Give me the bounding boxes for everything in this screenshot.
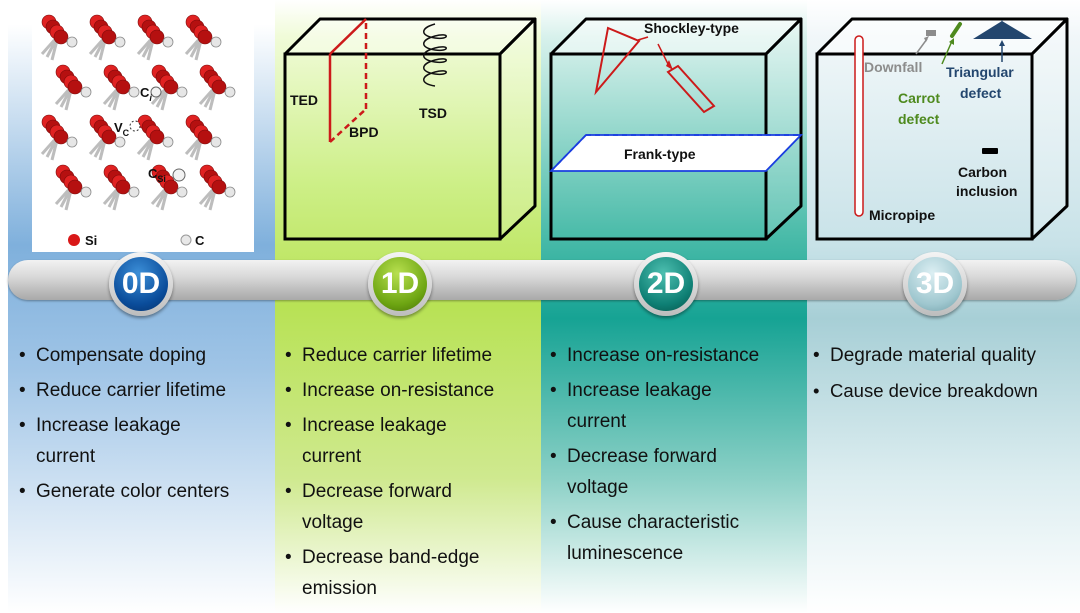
svg-text:Ci: Ci — [140, 85, 152, 103]
carrot-label-line2: defect — [898, 111, 940, 127]
ci-label: C — [140, 85, 150, 100]
si-atom — [149, 129, 165, 145]
ted-label: TED — [290, 92, 318, 108]
carbon-label-line2: inclusion — [956, 183, 1017, 199]
timeline-bar — [8, 260, 1076, 300]
si-atom — [53, 29, 69, 45]
list-item: Cause characteristic luminescence — [550, 507, 787, 569]
list-item: Reduce carrier lifetime — [19, 375, 271, 406]
c-atom — [224, 86, 236, 98]
list-item: Decrease forward voltage — [285, 476, 502, 538]
c-atom — [210, 36, 222, 48]
c-atom — [66, 136, 78, 148]
si-atom — [197, 129, 213, 145]
badge-2d-label: 2D — [639, 257, 693, 311]
cube-1d-diagram: TED BPD TSD — [283, 17, 537, 241]
vacancy-site — [129, 120, 141, 132]
lattice-atoms — [40, 14, 236, 211]
c-atom — [176, 86, 188, 98]
c-atom — [176, 186, 188, 198]
effects-list-3d: Degrade material quality Cause device br… — [813, 340, 1078, 410]
micropipe-label: Micropipe — [869, 207, 935, 223]
badge-3d: 3D — [903, 252, 967, 316]
list-item: Decrease forward voltage — [550, 441, 767, 503]
downfall-label: Downfall — [864, 59, 922, 75]
c-atom — [162, 36, 174, 48]
badge-3d-label: 3D — [908, 257, 962, 311]
c-atom — [114, 136, 126, 148]
badge-0d: 0D — [109, 252, 173, 316]
list-item: Cause device breakdown — [813, 375, 1078, 406]
si-atom — [101, 29, 117, 45]
ci-subscript: i — [149, 93, 152, 103]
crystal-lattice-diagram: Ci VC CSi Si C — [32, 4, 254, 252]
list-item: Decrease band-edge emission — [285, 542, 522, 604]
badge-1d-label: 1D — [373, 257, 427, 311]
si-atom — [163, 179, 179, 195]
triangular-label-line1: Triangular — [946, 64, 1014, 80]
list-item: Degrade material quality — [813, 340, 1078, 371]
c-atom — [128, 86, 140, 98]
badge-0d-label: 0D — [114, 257, 168, 311]
csi-subscript: Si — [157, 174, 166, 184]
vc-subscript: C — [123, 128, 130, 138]
effects-list-2d: Increase on-resistance Increase leakage … — [550, 340, 802, 573]
list-item: Increase on-resistance — [285, 375, 537, 406]
antisite-carbon — [172, 168, 186, 182]
si-atom — [163, 79, 179, 95]
list-item: Increase leakage current — [550, 375, 752, 437]
si-atom — [67, 179, 83, 195]
si-atom — [211, 79, 227, 95]
cube-3d-diagram: Downfall Carrot defect Triangular defect… — [815, 17, 1069, 241]
frank-type-label: Frank-type — [624, 146, 696, 162]
si-legend-dot — [68, 234, 80, 246]
c-atom — [80, 186, 92, 198]
c-atom — [210, 136, 222, 148]
c-atom — [162, 136, 174, 148]
carbon-label-line1: Carbon — [958, 164, 1007, 180]
c-atom — [128, 186, 140, 198]
list-item: Increase on-resistance — [550, 340, 802, 371]
triangular-label-line2: defect — [960, 85, 1002, 101]
tsd-label: TSD — [419, 105, 447, 121]
cube-2d-diagram: Shockley-type Frank-type — [548, 17, 804, 241]
carrot-label-line1: Carrot — [898, 90, 940, 106]
si-atom — [115, 179, 131, 195]
list-item: Compensate doping — [19, 340, 271, 371]
si-atom — [101, 129, 117, 145]
si-atom — [197, 29, 213, 45]
svg-text:VC: VC — [114, 120, 130, 138]
bpd-label: BPD — [349, 124, 379, 140]
svg-text:CSi: CSi — [148, 166, 166, 184]
c-atom — [224, 186, 236, 198]
si-atom — [211, 179, 227, 195]
si-legend-label: Si — [85, 233, 97, 248]
list-item: Reduce carrier lifetime — [285, 340, 537, 371]
si-atom — [67, 79, 83, 95]
si-atom — [149, 29, 165, 45]
c-atom — [66, 36, 78, 48]
c-legend-label: C — [195, 233, 205, 248]
shockley-type-label: Shockley-type — [644, 20, 739, 36]
effects-list-0d: Compensate doping Reduce carrier lifetim… — [19, 340, 271, 511]
list-item: Increase leakage current — [19, 410, 221, 472]
list-item: Increase leakage current — [285, 410, 487, 472]
c-atom — [80, 86, 92, 98]
effects-list-1d: Reduce carrier lifetime Increase on-resi… — [285, 340, 537, 608]
c-atom — [114, 36, 126, 48]
interstitial-carbon — [150, 86, 162, 98]
si-atom — [115, 79, 131, 95]
si-atom — [53, 129, 69, 145]
badge-2d: 2D — [634, 252, 698, 316]
csi-label: C — [148, 166, 158, 181]
badge-1d: 1D — [368, 252, 432, 316]
vc-label: V — [114, 120, 123, 135]
c-legend-dot — [180, 234, 192, 246]
list-item: Generate color centers — [19, 476, 271, 507]
